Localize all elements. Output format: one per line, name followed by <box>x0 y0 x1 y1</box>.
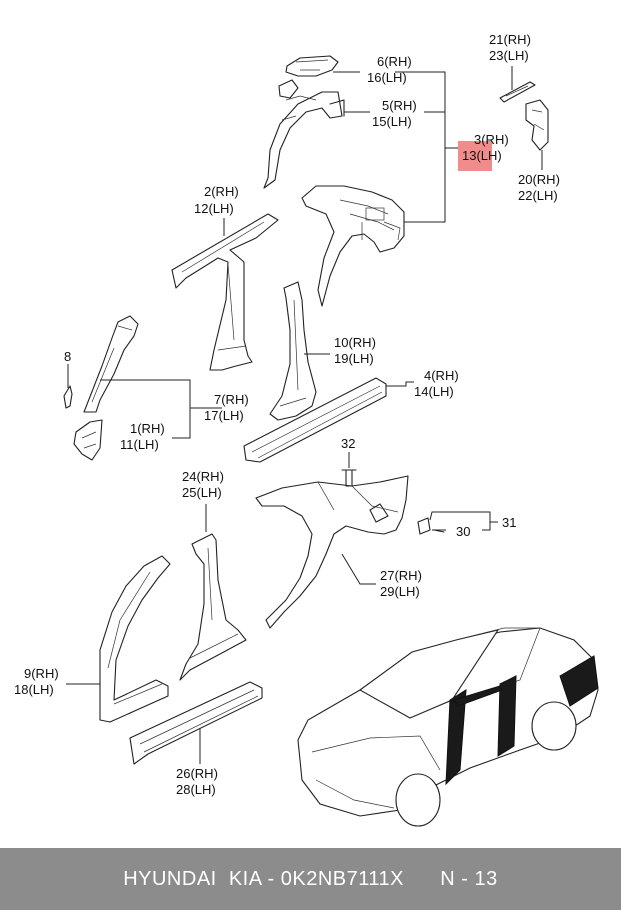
label-32: 32 <box>341 436 355 451</box>
label-30: 30 <box>456 524 470 539</box>
label-9-rh: 9(RH) <box>24 666 59 681</box>
part-21-strip <box>499 81 536 103</box>
label-3-rh: 3(RH) <box>474 132 509 147</box>
label-21-rh: 21(RH) <box>489 32 531 47</box>
label-8: 8 <box>64 349 71 364</box>
part-7-front-pillar <box>83 315 139 413</box>
label-4-rh: 4(RH) <box>424 368 459 383</box>
label-2-rh: 2(RH) <box>204 184 239 199</box>
label-16-lh: 16(LH) <box>367 70 407 85</box>
label-15-lh: 15(LH) <box>372 114 412 129</box>
part-20-bracket <box>525 99 549 151</box>
part-2-center-pillar <box>171 213 279 371</box>
label-14-lh: 14(LH) <box>414 384 454 399</box>
part-24-center-pillar-outer <box>179 533 247 681</box>
car-illustration <box>297 627 599 827</box>
label-11-lh: 11(LH) <box>120 437 159 452</box>
callout-labels: 6(RH) 16(LH) 5(RH) 15(LH) 3(RH) 13(LH) 2… <box>14 32 560 797</box>
part-8-clip <box>63 385 73 409</box>
part-26-sill-outer <box>129 681 263 765</box>
label-24-rh: 24(RH) <box>182 469 224 484</box>
label-29-lh: 29(LH) <box>380 584 420 599</box>
part-1-hinge-piece <box>73 419 103 461</box>
label-27-rh: 27(RH) <box>380 568 422 583</box>
highlight-box <box>458 141 492 171</box>
part-32-bolt <box>341 469 357 487</box>
footer-bar: HYUNDAI KIA - 0K2NB7111X N - 13 <box>0 848 621 910</box>
label-1-rh: 1(RH) <box>130 421 165 436</box>
label-26-rh: 26(RH) <box>176 766 218 781</box>
part-4-sill-inner <box>243 377 387 463</box>
label-31: 31 <box>502 515 516 530</box>
part-10-center-pillar-inner <box>269 281 317 421</box>
label-5-rh: 5(RH) <box>382 98 417 113</box>
part-3-wheelhouse-outer <box>301 185 405 307</box>
part-6-bracket <box>278 55 339 99</box>
parts-diagram: 6(RH) 16(LH) 5(RH) 15(LH) 3(RH) 13(LH) 2… <box>14 32 599 827</box>
label-7-rh: 7(RH) <box>214 392 249 407</box>
label-19-lh: 19(LH) <box>334 351 374 366</box>
label-18-lh: 18(LH) <box>14 682 54 697</box>
label-22-lh: 22(LH) <box>518 188 558 203</box>
label-6-rh: 6(RH) <box>377 54 412 69</box>
part-31-bracket <box>417 517 445 535</box>
part-9-body-side-front <box>99 555 171 723</box>
leader-lines <box>66 66 543 764</box>
label-10-rh: 10(RH) <box>334 335 376 350</box>
label-28-lh: 28(LH) <box>176 782 216 797</box>
footer-part-number: HYUNDAI KIA - 0K2NB7111X N - 13 <box>123 867 498 890</box>
label-13-lh: 13(LH) <box>462 148 502 163</box>
label-20-rh: 20(RH) <box>518 172 560 187</box>
part-5-wheelhouse-inner <box>263 91 345 189</box>
label-25-lh: 25(LH) <box>182 485 222 500</box>
part-27-quarter-panel <box>255 475 409 629</box>
label-17-lh: 17(LH) <box>204 408 244 423</box>
label-23-lh: 23(LH) <box>489 48 529 63</box>
label-12-lh: 12(LH) <box>194 201 234 216</box>
